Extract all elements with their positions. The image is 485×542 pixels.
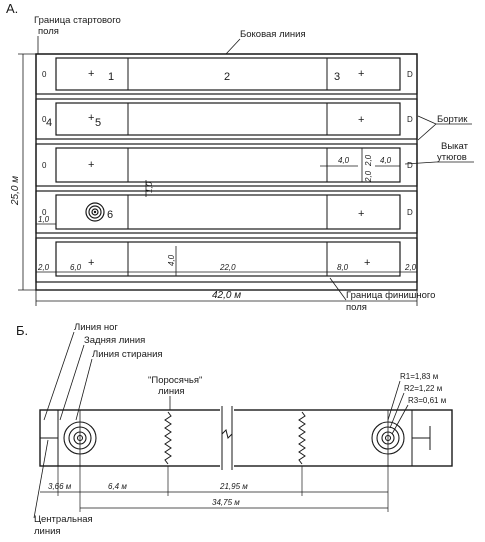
- svg-text:+: +: [358, 208, 364, 220]
- svg-text:D: D: [407, 70, 413, 79]
- dim-3475: 34,75 м: [212, 498, 240, 507]
- panel-b-letter: Б.: [16, 323, 28, 338]
- dim-22: 22,0: [219, 263, 236, 272]
- dim-length: 42,0 м: [212, 290, 241, 301]
- start-line-label-2: поля: [38, 26, 59, 37]
- center-line-label-2: линия: [34, 526, 61, 537]
- left-hog-line: [164, 411, 172, 465]
- dim-8: 8,0: [337, 263, 349, 272]
- sheet-5: [35, 237, 418, 283]
- right-hog-line: [298, 411, 306, 465]
- hog-line-label-1: "Поросячья": [148, 375, 202, 386]
- sheet-1: 0 D: [35, 53, 418, 95]
- zone-number-5: 5: [95, 117, 101, 129]
- back-line-label: Задняя линия: [84, 335, 145, 346]
- hog-line-label: Линия ног: [74, 322, 118, 333]
- dim-2-a: 2,0: [364, 154, 373, 167]
- start-line-label-1: Граница стартового: [34, 15, 121, 26]
- dim-6: 6,0: [70, 263, 82, 272]
- svg-text:D: D: [407, 115, 413, 124]
- svg-text:0: 0: [42, 161, 47, 170]
- house-target-icon: [85, 202, 105, 222]
- svg-text:D: D: [407, 208, 413, 217]
- dim-width: 25,0 м: [10, 176, 21, 206]
- svg-text:+: +: [88, 257, 94, 269]
- vykat-label-2: утюгов: [437, 152, 467, 163]
- sheet-4: 0 D: [35, 190, 418, 234]
- dim-2-right: 2,0: [404, 263, 417, 272]
- sheet-3: 0 D: [35, 143, 418, 187]
- dim-2-left: 2,0: [37, 263, 50, 272]
- hog-line-label-2: линия: [158, 386, 185, 397]
- center-line-label-1: Центральная: [34, 514, 93, 525]
- dim-366: 3,66 м: [48, 482, 72, 491]
- svg-text:D: D: [407, 161, 413, 170]
- panel-a-letter: А.: [6, 1, 18, 16]
- dim-4-vertical: 4,0: [167, 254, 176, 266]
- radius-2: R2=1,22 м: [404, 384, 442, 393]
- dim-1-left: 1,0: [38, 215, 50, 224]
- zone-number-2: 2: [224, 71, 230, 83]
- dim-4-b: 4,0: [380, 156, 392, 165]
- svg-text:0: 0: [42, 115, 47, 124]
- vykat-label-1: Выкат: [441, 141, 469, 152]
- svg-text:+: +: [358, 114, 364, 126]
- finish-line-label-1: Граница финишного: [346, 290, 435, 301]
- side-line-label: Боковая линия: [240, 29, 306, 40]
- sheet-2: 0 D: [35, 98, 418, 140]
- dim-1-vertical: 1,0: [145, 181, 154, 193]
- radius-1: R1=1,83 м: [400, 372, 438, 381]
- dim-2195: 21,95 м: [219, 482, 248, 491]
- dim-64: 6,4 м: [108, 482, 127, 491]
- zone-number-4: 4: [46, 117, 52, 129]
- radius-3: R3=0,61 м: [408, 396, 446, 405]
- panel-a: А. Граница стартового поля Боковая линия…: [6, 1, 474, 313]
- bortik-label: Бортик: [437, 114, 468, 125]
- svg-text:+: +: [364, 257, 370, 269]
- zone-number-6: 6: [107, 209, 113, 221]
- zone-number-3: 3: [334, 71, 340, 83]
- svg-text:0: 0: [42, 208, 47, 217]
- tee-line-label: Линия стирания: [92, 349, 163, 360]
- svg-text:+: +: [358, 68, 364, 80]
- zone-number-1: 1: [108, 71, 114, 83]
- panel-b: Б. Линия ног Задняя линия Линия стирания…: [16, 322, 453, 537]
- svg-text:0: 0: [42, 70, 47, 79]
- finish-line-label-2: поля: [346, 302, 367, 313]
- svg-text:+: +: [88, 68, 94, 80]
- svg-text:+: +: [88, 159, 94, 171]
- dim-2-b: 2,0: [364, 170, 373, 183]
- dim-4-a: 4,0: [338, 156, 350, 165]
- svg-text:+: +: [88, 112, 94, 124]
